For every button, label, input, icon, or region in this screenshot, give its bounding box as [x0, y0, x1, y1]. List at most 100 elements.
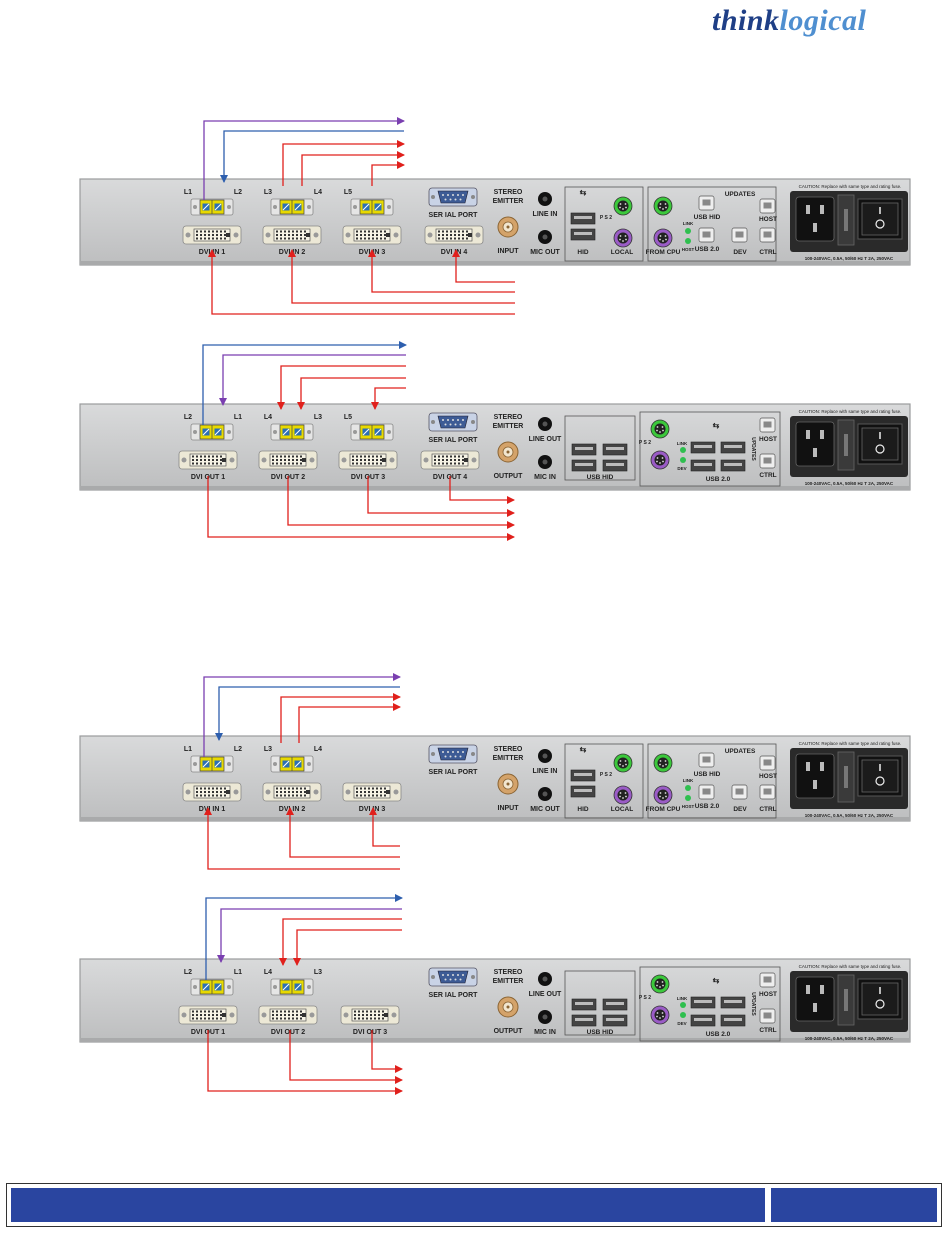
- usb-label: USB 2.0: [706, 1031, 731, 1038]
- usb-label: FROM CPU: [646, 249, 681, 256]
- usb-a-port: [571, 459, 597, 472]
- fiber-port-label: L2: [234, 189, 242, 196]
- usb-a-port: [690, 441, 716, 454]
- usb-label: HOST: [759, 216, 777, 223]
- usb-b-port: [731, 227, 748, 243]
- usb-a-port: [570, 212, 596, 225]
- wire-red-bottom: [452, 249, 515, 283]
- led-label: LINK: [683, 778, 694, 783]
- stereo-label: EMITTER: [493, 198, 524, 205]
- usb-b-port: [698, 784, 715, 800]
- usb-group-box: [647, 743, 777, 819]
- usb-a-port: [602, 1014, 628, 1027]
- dev-led: [680, 1012, 686, 1018]
- link-led: [685, 228, 691, 234]
- audio-label: MIC IN: [534, 1029, 556, 1036]
- wire-red-top: [298, 703, 401, 743]
- audio-jack: [538, 972, 552, 986]
- usb-a-port: [571, 1014, 597, 1027]
- power-rating-label: 100-240VAC, 0.5A, 50/60 Hz T 2A, 250VAC: [805, 813, 894, 818]
- wire-purple-out: [203, 673, 401, 757]
- led-label: LINK: [677, 441, 688, 446]
- audio-jack: [538, 192, 552, 206]
- wire-red-top: [293, 929, 402, 966]
- usb-label: CTRL: [759, 806, 776, 813]
- usb-label: HOST: [759, 436, 777, 443]
- usb-label: HOST: [759, 773, 777, 780]
- wire-blue-in: [220, 130, 404, 183]
- serial-port-label: SER IAL PORT: [429, 437, 479, 444]
- wire-red-bottom: [208, 249, 515, 315]
- serial-db9-connector: [428, 187, 478, 207]
- usb-b-port: [759, 755, 776, 771]
- usb-group-box: [564, 415, 636, 481]
- usb-a-port: [602, 459, 628, 472]
- ps2-label: P S 2: [639, 440, 651, 446]
- ps2-port: [650, 419, 670, 439]
- fiber-port-label: L1: [234, 414, 242, 421]
- audio-label: LINE OUT: [529, 436, 562, 443]
- audio-label: MIC IN: [534, 474, 556, 481]
- dvi-connector: [178, 450, 238, 470]
- usb-group-box: [647, 186, 777, 262]
- fiber-transceiver: [190, 978, 234, 996]
- usb-label: LOCAL: [611, 806, 633, 813]
- logo-part-logical: logical: [779, 4, 867, 37]
- stereo-label: STEREO: [494, 414, 523, 421]
- wire-red-top: [371, 387, 406, 410]
- usb-label: USB 2.0: [706, 476, 731, 483]
- audio-label: LINE IN: [533, 768, 558, 775]
- ps2-port: [613, 196, 633, 216]
- updates-label: UPDATES: [725, 191, 756, 198]
- dev-led: [680, 457, 686, 463]
- host-led: [685, 238, 691, 244]
- usb-group-box: [639, 411, 781, 487]
- footer-side-band: [771, 1188, 937, 1222]
- usb-label: USB HID: [694, 214, 721, 221]
- fiber-transceiver: [270, 423, 314, 441]
- wire-red-top: [282, 140, 405, 186]
- power-module: CAUTION: Replace with same type and rati…: [790, 741, 908, 818]
- usb-label: DEV: [733, 806, 747, 813]
- wire-red-bottom: [288, 249, 515, 304]
- wire-purple-in: [217, 908, 402, 963]
- serial-port-label: SER IAL PORT: [429, 212, 479, 219]
- stereo-port-label: INPUT: [498, 248, 520, 255]
- fiber-transceiver: [270, 198, 314, 216]
- audio-label: MIC OUT: [530, 806, 560, 813]
- dvi-connector: [420, 450, 480, 470]
- footer-main-band: [11, 1188, 765, 1222]
- wire-red-top: [280, 693, 401, 743]
- usb-a-port: [571, 443, 597, 456]
- link-led: [680, 447, 686, 453]
- usb-label: USB HID: [587, 474, 614, 481]
- stereo-port-label: INPUT: [498, 805, 520, 812]
- dvi-port-label: DVI IN 4: [441, 249, 468, 256]
- fiber-port-label: L5: [344, 189, 352, 196]
- dvi-port-label: DVI IN 1: [199, 806, 226, 813]
- led-label: HOST: [682, 247, 695, 252]
- fiber-port-label: L3: [264, 189, 272, 196]
- wire-red-bottom: [207, 476, 515, 541]
- wire-red-bottom: [369, 807, 400, 847]
- bnc-connector: [497, 996, 519, 1018]
- wire-red-bottom: [289, 1030, 403, 1084]
- wire-red-top: [301, 151, 405, 186]
- fiber-port-label: L4: [314, 746, 322, 753]
- usb-b-port: [759, 784, 776, 800]
- audio-jack: [538, 417, 552, 431]
- wire-blue-out: [205, 894, 403, 980]
- audio-jack: [538, 787, 552, 801]
- fiber-port-label: L3: [264, 746, 272, 753]
- fiber-transceiver: [190, 423, 234, 441]
- dvi-port-label: DVI IN 3: [359, 806, 386, 813]
- usb-group-box: [639, 966, 781, 1042]
- ps2-port: [613, 785, 633, 805]
- usb-label: LOCAL: [611, 249, 633, 256]
- wire-red-top: [277, 365, 406, 410]
- wire-red-bottom: [204, 807, 400, 870]
- ps2-port: [653, 196, 673, 216]
- usb-group-box: [564, 970, 636, 1036]
- wire-red-top: [371, 161, 405, 186]
